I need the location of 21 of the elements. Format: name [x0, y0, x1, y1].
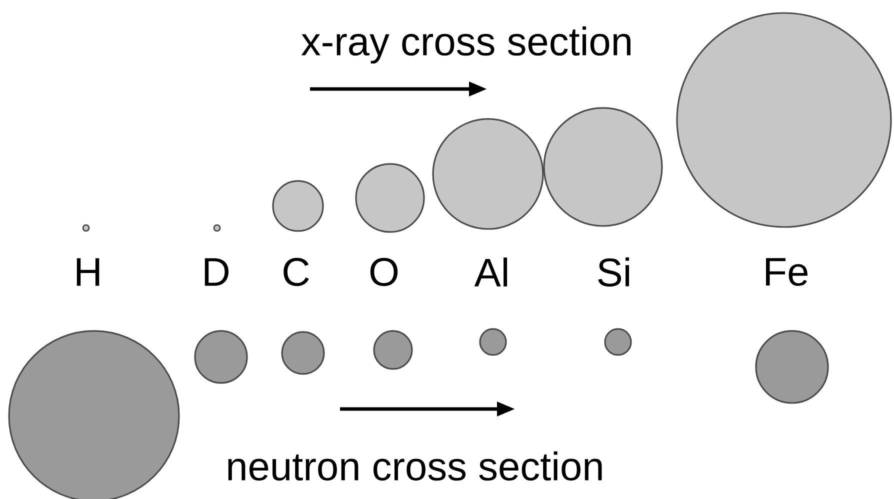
- axis-caption: x-ray cross section: [301, 26, 630, 64]
- element-symbol: Fe: [766, 258, 808, 286]
- element-symbol: Al: [474, 258, 508, 286]
- circle: [272, 180, 324, 232]
- element-symbol: C: [284, 258, 309, 286]
- circle: [543, 107, 663, 227]
- circle: [755, 330, 829, 404]
- circle: [479, 328, 507, 356]
- circle: [373, 330, 413, 370]
- circle: [604, 328, 632, 356]
- circle: [194, 330, 248, 384]
- axis-caption: neutron cross section: [228, 451, 602, 481]
- circle: [355, 163, 425, 233]
- circle: [8, 330, 180, 499]
- circle: [676, 12, 892, 228]
- circle: [281, 331, 325, 375]
- element-symbol: Si: [598, 257, 630, 287]
- element-symbol: D: [204, 258, 228, 286]
- element-symbol: H: [76, 258, 100, 286]
- element-symbol: O: [370, 258, 398, 286]
- circle: [432, 118, 544, 230]
